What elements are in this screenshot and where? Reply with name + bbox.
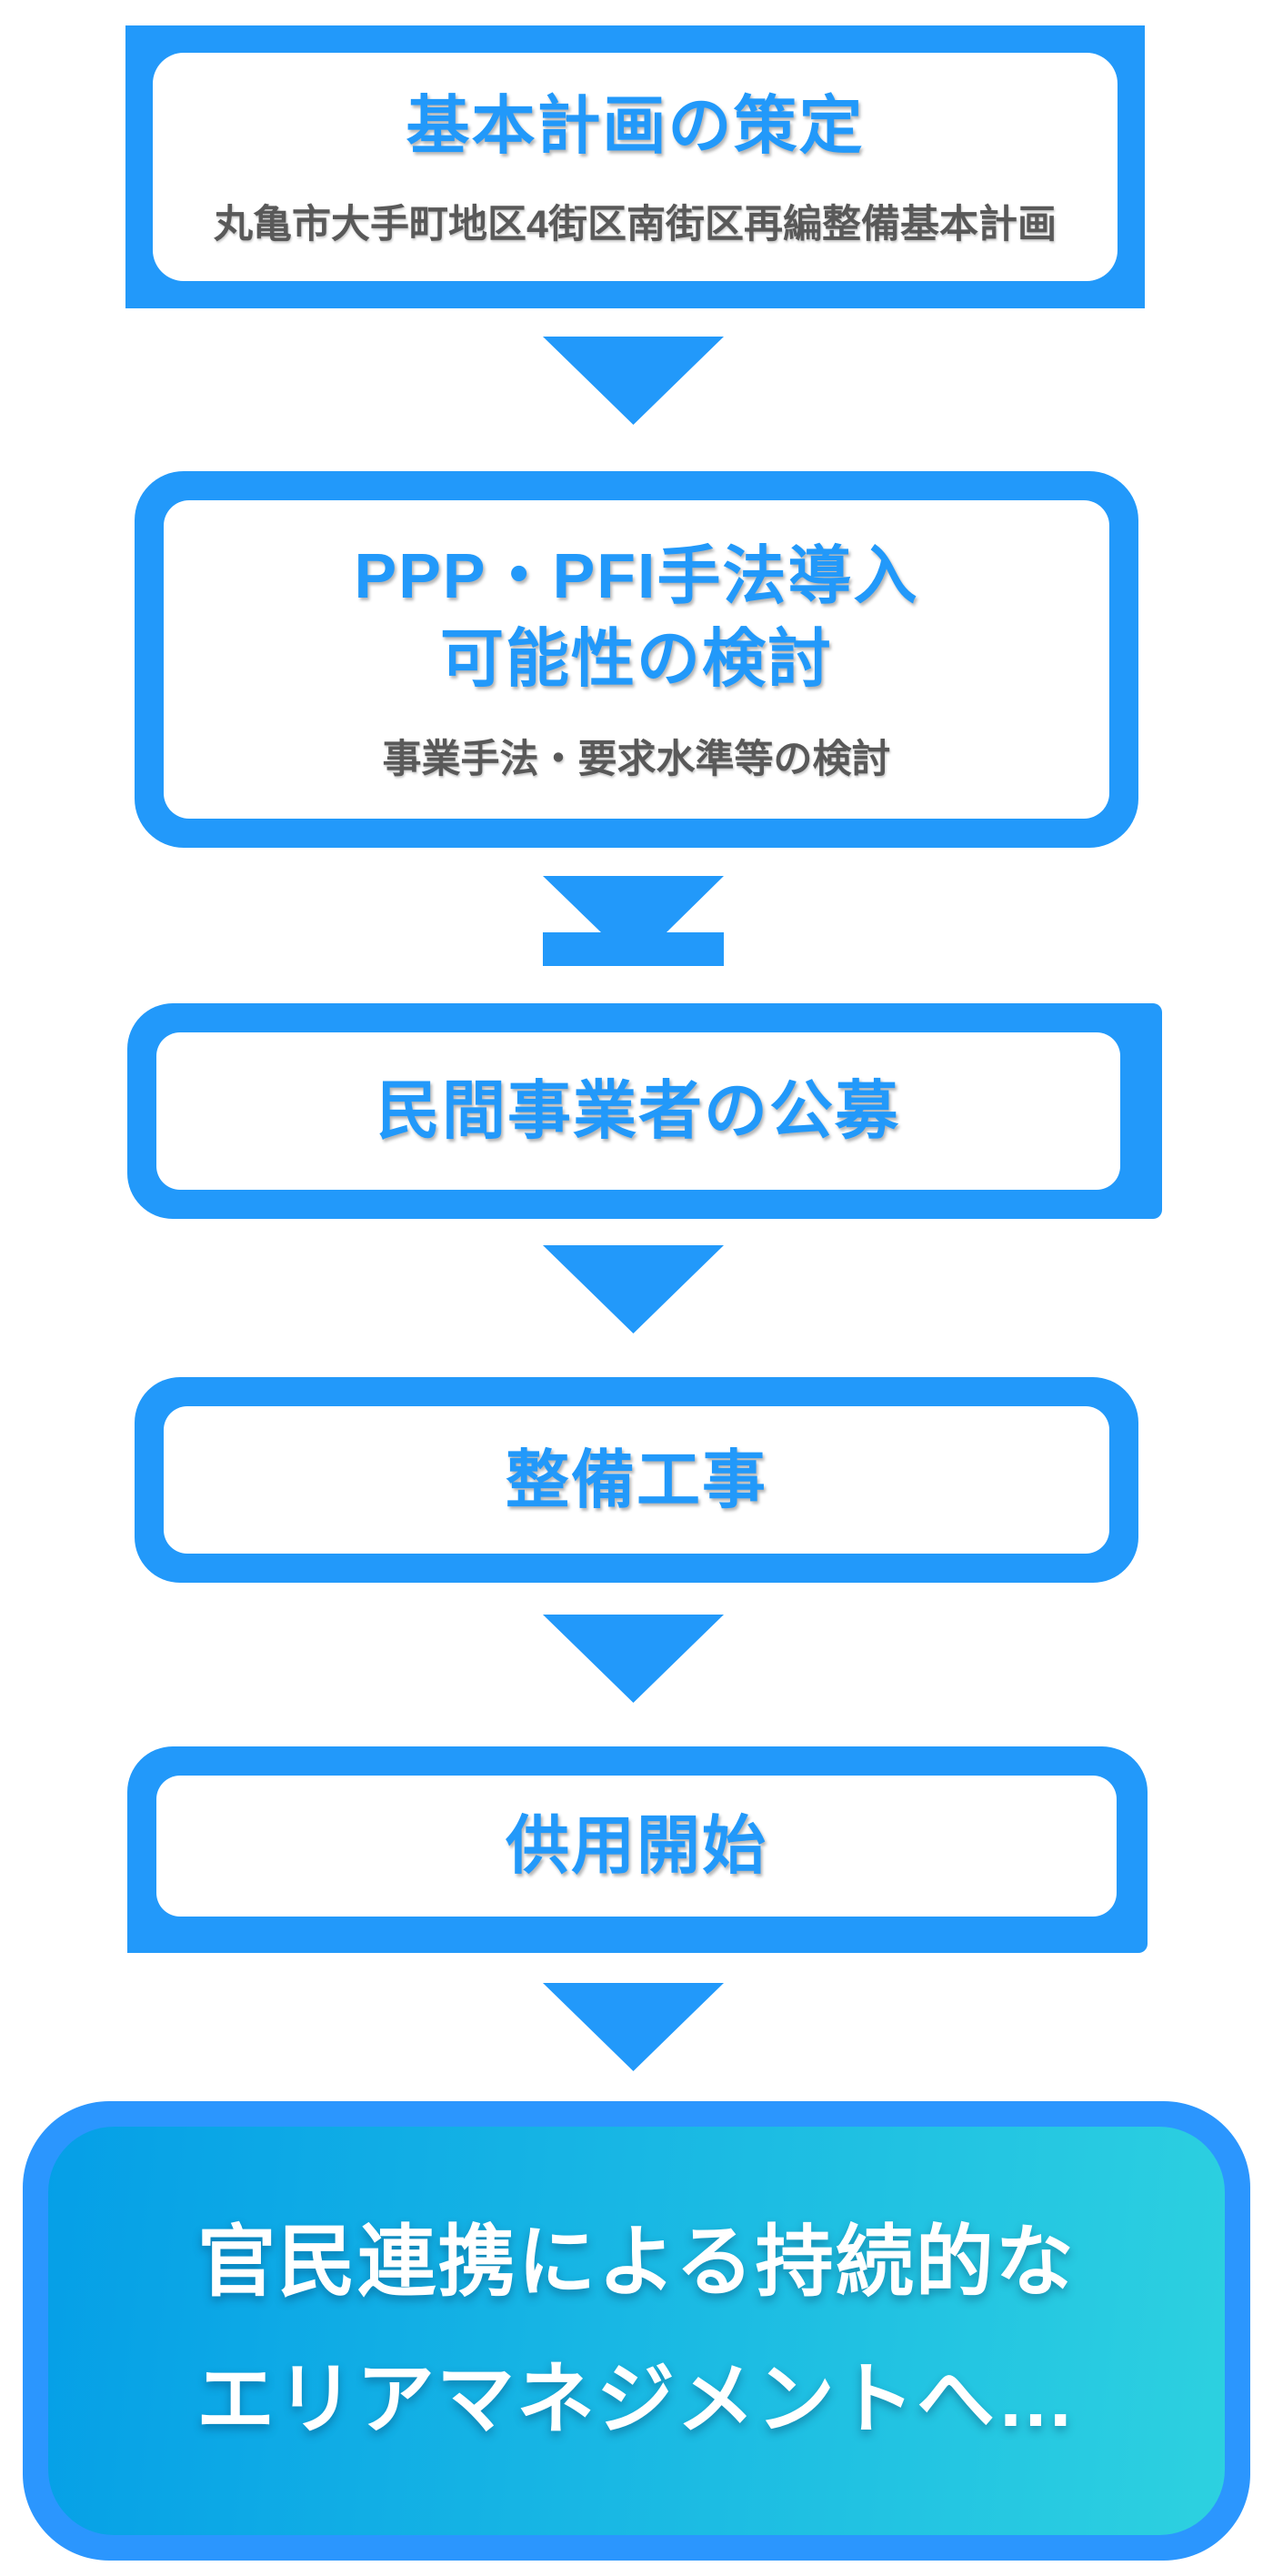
down-arrow-icon: [543, 1245, 724, 1333]
down-arrow-icon: [543, 337, 724, 425]
result-line-2: エリアマネジメントへ…: [196, 2355, 1077, 2443]
stage-box-ppp-pfi-study: PPP・PFI手法導入 可能性の検討 事業手法・要求水準等の検討: [135, 471, 1138, 848]
stage-title: 供用開始: [506, 1810, 767, 1881]
stage-title-line-1: PPP・PFI手法導入: [354, 540, 919, 612]
stage-box-ppp-pfi-study-inner: PPP・PFI手法導入 可能性の検討 事業手法・要求水準等の検討: [164, 500, 1109, 819]
stage-box-public-offering-inner: 民間事業者の公募: [156, 1032, 1120, 1190]
stage-box-basic-plan-inner: 基本計画の策定 丸亀市大手町地区4街区南街区再編整備基本計画: [153, 53, 1118, 281]
result-line-1: 官民連携による持続的な: [197, 2219, 1076, 2306]
down-arrow-icon: [543, 1615, 724, 1703]
stage-box-service-start: 供用開始: [127, 1746, 1148, 1953]
stage-title: 民間事業者の公募: [376, 1075, 900, 1146]
stage-subtitle: 丸亀市大手町地区4街区南街区再編整備基本計画: [214, 203, 1057, 247]
result-box-area-management-inner: 官民連携による持続的な エリアマネジメントへ…: [48, 2127, 1225, 2535]
stage-title: 基本計画の策定: [406, 90, 865, 162]
stage-box-service-start-inner: 供用開始: [156, 1776, 1117, 1917]
stage-title: PPP・PFI手法導入 可能性の検討: [355, 535, 919, 700]
stage-box-basic-plan: 基本計画の策定 丸亀市大手町地区4街区南街区再編整備基本計画: [125, 25, 1145, 308]
stage-title: 整備工事: [506, 1444, 767, 1515]
stage-box-construction: 整備工事: [135, 1377, 1138, 1583]
down-arrow-icon: [543, 1983, 724, 2071]
stage-subtitle: 事業手法・要求水準等の検討: [382, 738, 891, 782]
result-box-area-management: 官民連携による持続的な エリアマネジメントへ…: [23, 2101, 1250, 2561]
down-arrow-merge-icon: [543, 876, 724, 966]
stage-title-line-2: 可能性の検討: [440, 623, 833, 695]
stage-box-public-offering: 民間事業者の公募: [127, 1003, 1162, 1219]
stage-box-construction-inner: 整備工事: [164, 1406, 1109, 1554]
